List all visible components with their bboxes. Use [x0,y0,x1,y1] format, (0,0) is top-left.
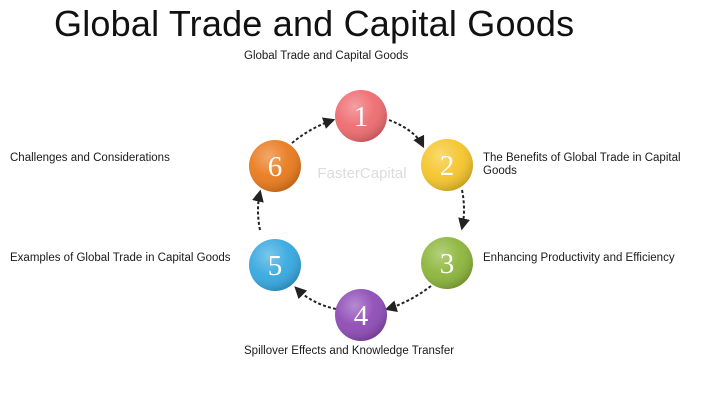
node-label-2: The Benefits of Global Trade in Capital … [483,152,681,177]
watermark-text: FasterCapital [317,165,406,182]
arrow-6-to-1 [291,117,336,144]
node-label-5: Examples of Global Trade in Capital Good… [10,252,231,264]
arrow-1-to-2 [388,119,425,149]
node-6: 6 [249,140,301,192]
node-6-number: 6 [268,151,283,183]
arrow-2-to-3 [458,189,470,231]
node-label-4: Spillover Effects and Knowledge Transfer [244,345,455,357]
node-5-number: 5 [268,250,283,282]
node-2: 2 [421,139,473,191]
node-3: 3 [421,237,473,289]
node-label-6: Challenges and Considerations [10,152,170,164]
node-4-number: 4 [354,300,369,332]
node-label-3: Enhancing Productivity and Efficiency [483,252,675,264]
arrow-3-to-4 [384,285,432,312]
diagram-title: Global Trade and Capital Goods [54,3,575,44]
node-4: 4 [335,289,387,341]
node-label-1: Global Trade and Capital Goods [244,50,409,62]
node-2-number: 2 [440,150,455,182]
arrow-4-to-5 [294,286,337,310]
arrow-5-to-6 [252,189,264,231]
node-5: 5 [249,239,301,291]
node-1-number: 1 [354,101,369,133]
node-3-number: 3 [440,248,455,280]
node-1: 1 [335,90,387,142]
